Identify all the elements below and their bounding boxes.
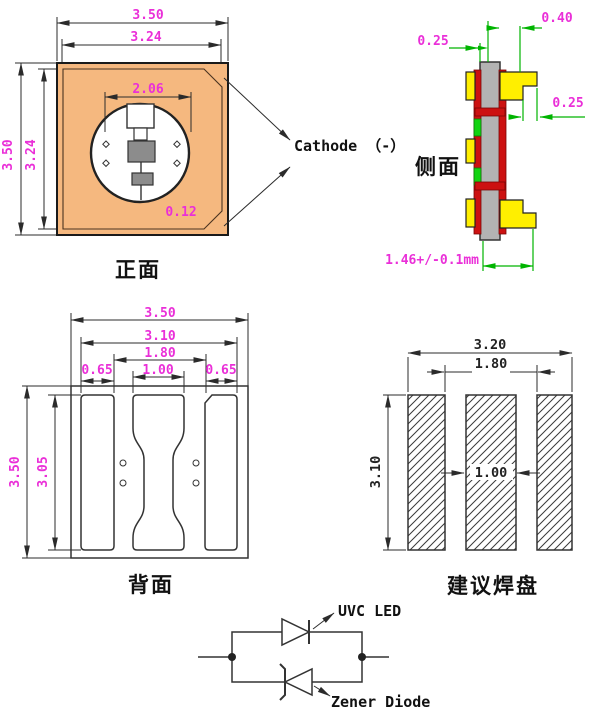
via-marks: [119, 459, 200, 487]
side-dim-right: 0.25: [552, 96, 583, 111]
zener-die: [131, 172, 154, 186]
solder-dim-width: 3.20: [474, 337, 507, 353]
front-view: 3.50 3.24 3.50 3.24 2.06: [1, 8, 405, 282]
alignment-marks: [102, 140, 181, 168]
solder-pad-right: [536, 394, 573, 551]
side-pad-top-right: [499, 71, 538, 101]
circuit-diagram: [198, 612, 389, 701]
led-die: [127, 140, 156, 163]
front-dim-outer-height: 3.50: [1, 139, 16, 170]
back-dim-right-pad: 0.65: [205, 363, 236, 378]
back-view-label: 背面: [128, 573, 174, 597]
back-pad-right: [204, 394, 238, 551]
front-dim-circle: 2.06: [132, 82, 163, 97]
back-dim-center-pad: 1.00: [142, 363, 173, 378]
top-electrode-tab: [126, 103, 155, 129]
back-dim-pad-height: 3.05: [36, 456, 51, 487]
solder-view: 3.20 1.80 1.00 3.10 建议焊盘: [368, 337, 573, 598]
uvc-led-label: UVC LED: [338, 602, 401, 620]
front-dim-outer-width: 3.50: [132, 8, 163, 23]
back-dim-left-pad: 0.65: [81, 363, 112, 378]
back-pad-center: [132, 394, 185, 551]
circuit-loop: [231, 631, 363, 683]
solder-joint-top: [474, 107, 506, 117]
back-pad-left: [80, 394, 115, 551]
front-dim-corner: 0.12: [165, 205, 196, 220]
front-view-label: 正面: [115, 258, 161, 282]
zener-diode-label: Zener Diode: [331, 693, 430, 711]
back-view: 3.50 3.10 1.80 1.00 0.65 0.65 3.50 3.05: [8, 306, 249, 597]
solder-pad-left: [407, 394, 446, 551]
back-dim-pad-span: 3.10: [144, 329, 175, 344]
side-dim-top-left: 0.25: [417, 34, 448, 49]
solder-dim-span: 1.80: [475, 356, 508, 372]
side-pad-bottom-right: [499, 199, 537, 229]
solder-view-label: 建议焊盘: [447, 574, 539, 598]
back-outline: [70, 385, 249, 559]
side-dim-top-right: 0.40: [541, 11, 572, 26]
back-dim-outer-width: 3.50: [144, 306, 175, 321]
uvc-led-symbol: [281, 617, 311, 647]
solder-dim-center: 1.00: [475, 465, 508, 481]
back-dim-gap-span: 1.80: [144, 346, 175, 361]
solder-dim-height: 3.10: [368, 456, 384, 489]
front-dim-inner-height: 3.24: [24, 139, 39, 170]
side-view-label: 侧面: [415, 155, 461, 179]
terminal-node-left: [228, 653, 236, 661]
package-inner-outline: [62, 68, 223, 230]
front-dim-inner-width: 3.24: [130, 30, 161, 45]
back-dim-outer-height: 3.50: [8, 456, 23, 487]
cathode-label: Cathode （-）: [294, 137, 405, 155]
zener-diode-symbol: [283, 667, 313, 697]
side-view: 侧面 0.25 0.40 0.25 1.46+/-0.1mm: [385, 11, 585, 271]
terminal-node-right: [358, 653, 366, 661]
solder-joint-bottom: [474, 181, 506, 191]
side-ceramic-body: [479, 61, 501, 241]
side-dim-thickness: 1.46+/-0.1mm: [385, 253, 479, 268]
